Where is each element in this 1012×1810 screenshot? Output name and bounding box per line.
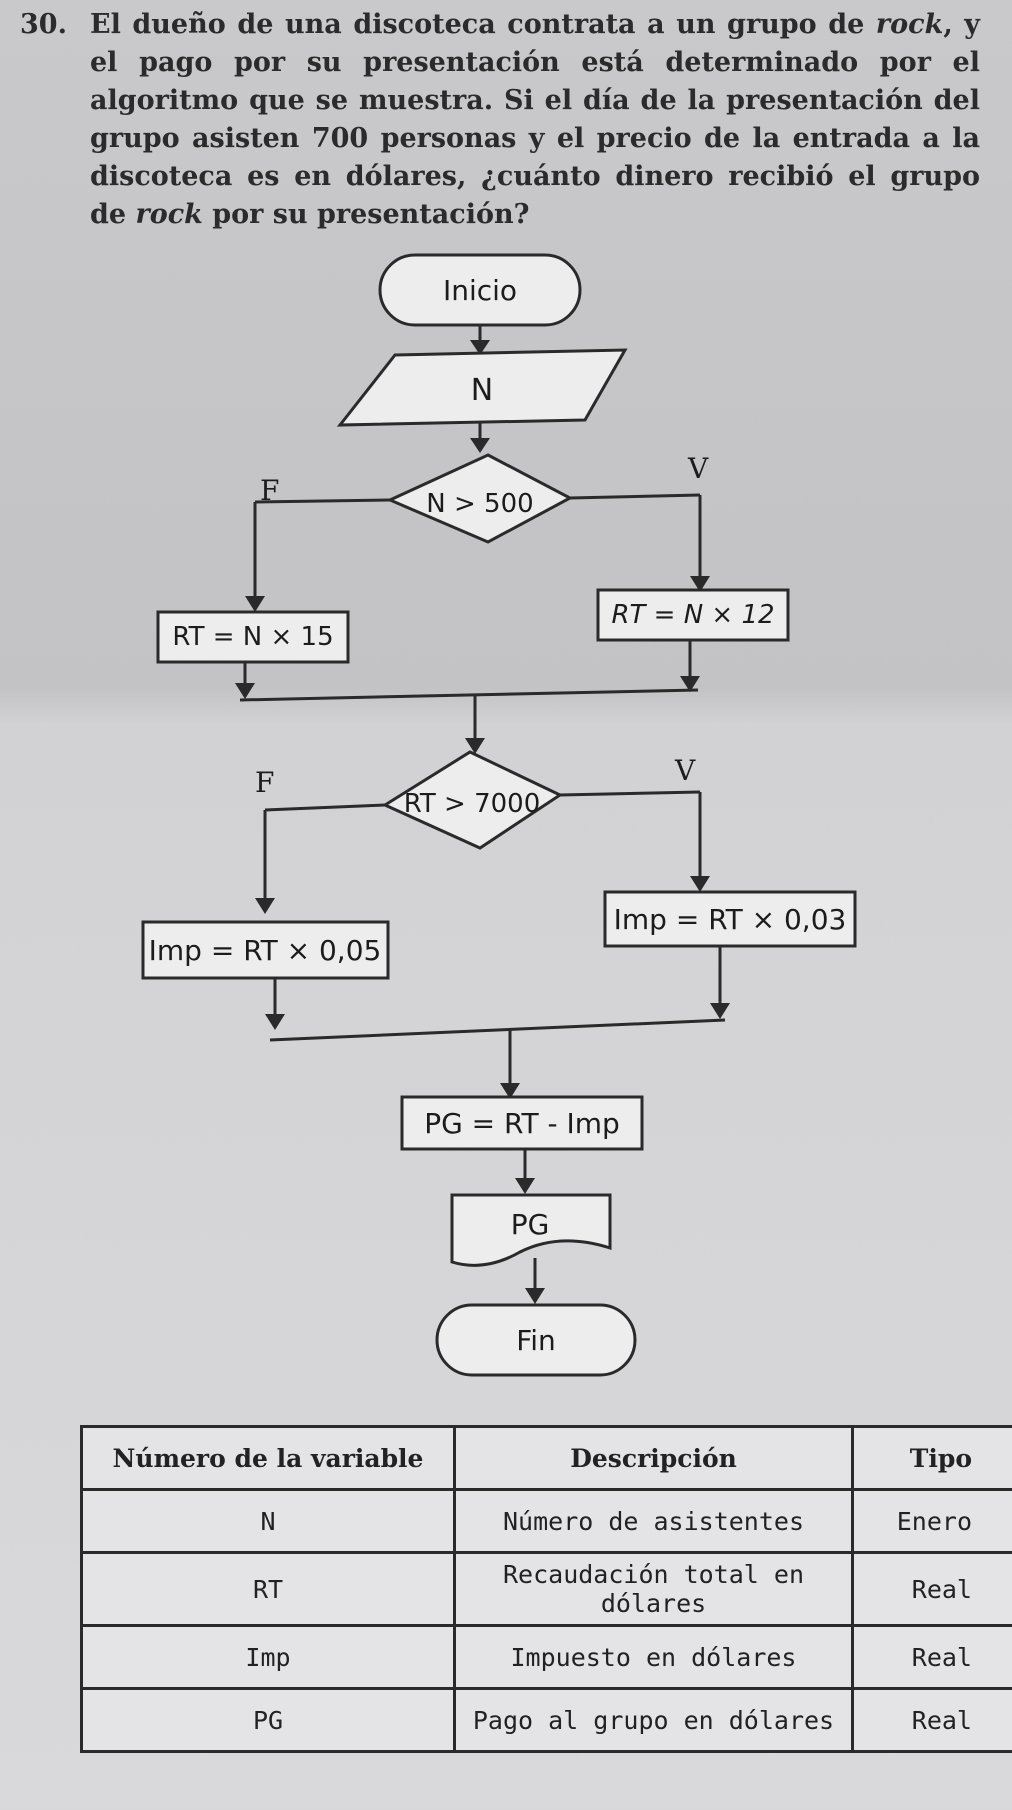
- arrow-down-icon: [470, 438, 490, 453]
- table-cell: N: [80, 1488, 456, 1554]
- input-label: N: [471, 373, 493, 408]
- problem-statement: 30. El dueño de una discoteca contrata a…: [20, 6, 980, 234]
- decision-2: [381, 750, 564, 850]
- input-parallelogram: [336, 348, 628, 427]
- table-row: PG Pago al grupo en dólares Real: [80, 1687, 1012, 1753]
- flowchart: Inicio N N > 500 F V RT = N × 15 RT = N …: [141, 253, 857, 1377]
- table-cell: Real: [851, 1687, 1012, 1753]
- problem-text-italic: rock: [875, 9, 944, 40]
- table-cell: Imp: [80, 1624, 456, 1690]
- process-imp-true: [603, 890, 857, 948]
- arrow-down-icon: [265, 1014, 285, 1030]
- output-label: PG: [511, 1208, 550, 1241]
- table-cell: Real: [851, 1624, 1012, 1690]
- arrow-down-icon: [690, 876, 710, 892]
- arrow-down-icon: [690, 576, 710, 592]
- decision-2-false-label: F: [255, 766, 274, 799]
- problem-text: El dueño de una discoteca contrata a un …: [90, 6, 980, 234]
- process-rt-true-label: RT = N × 12: [611, 600, 774, 630]
- arrow-down-icon: [515, 1178, 535, 1194]
- table-cell: Impuesto en dólares: [453, 1624, 854, 1690]
- end-label: Fin: [516, 1324, 556, 1357]
- arrow-down-icon: [470, 340, 490, 355]
- table-cell: Real: [851, 1551, 1012, 1627]
- table-cell: Enero: [851, 1488, 1012, 1554]
- output-document: [450, 1193, 612, 1267]
- decision-2-label: RT > 7000: [404, 789, 541, 819]
- arrow-down-icon: [500, 1083, 520, 1099]
- table-header: Número de la variable: [80, 1425, 456, 1491]
- table-header-row: Número de la variable Descripción Tipo: [80, 1425, 1012, 1491]
- table-cell: Número de asistentes: [453, 1488, 854, 1554]
- start-label: Inicio: [443, 274, 517, 307]
- variables-table: Número de la variable Descripción Tipo N…: [80, 1425, 1012, 1753]
- process-rt-false: [156, 610, 350, 664]
- process-imp-true-label: Imp = RT × 0,03: [614, 903, 847, 936]
- table-cell: PG: [80, 1687, 456, 1753]
- end-terminal: [435, 1303, 637, 1377]
- decision-1-label: N > 500: [426, 489, 533, 519]
- problem-text-part: El dueño de una discoteca contrata a un …: [90, 9, 876, 40]
- table-cell: Recaudación total en dólares: [453, 1551, 854, 1627]
- arrow-down-icon: [525, 1288, 545, 1304]
- table-row: N Número de asistentes Enero: [80, 1488, 1012, 1554]
- arrow-down-icon: [680, 676, 700, 692]
- process-pg: [400, 1095, 644, 1151]
- decision-2-true-label: V: [674, 754, 696, 787]
- table-header: Tipo: [851, 1425, 1012, 1491]
- problem-text-italic: rock: [135, 199, 203, 230]
- arrow-down-icon: [465, 738, 485, 754]
- decision-1: [386, 453, 574, 544]
- table-cell: Pago al grupo en dólares: [453, 1687, 854, 1753]
- table-cell: RT: [80, 1551, 456, 1627]
- problem-text-part: por su presentación?: [202, 199, 530, 230]
- decision-1-true-label: V: [687, 452, 709, 485]
- table-row: Imp Impuesto en dólares Real: [80, 1624, 1012, 1690]
- process-pg-label: PG = RT - Imp: [424, 1107, 620, 1140]
- process-imp-false-label: Imp = RT × 0,05: [149, 934, 382, 967]
- problem-number: 30.: [20, 9, 67, 40]
- problem-text-part: , y el pago por su presentación está det…: [90, 9, 980, 230]
- process-imp-false: [141, 920, 390, 980]
- process-rt-false-label: RT = N × 15: [172, 622, 333, 652]
- process-rt-true: [596, 588, 790, 642]
- arrow-down-icon: [245, 596, 265, 612]
- arrow-down-icon: [710, 1003, 730, 1019]
- table-header: Descripción: [453, 1425, 854, 1491]
- decision-1-false-label: F: [260, 474, 279, 507]
- arrow-down-icon: [255, 898, 275, 914]
- arrow-down-icon: [235, 683, 255, 699]
- table-row: RT Recaudación total en dólares Real: [80, 1551, 1012, 1627]
